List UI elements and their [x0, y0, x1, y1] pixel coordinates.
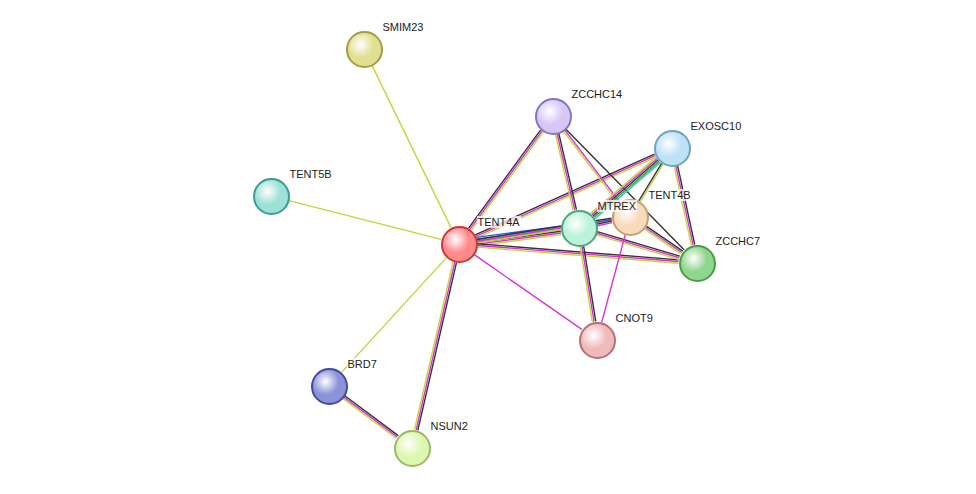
protein-node: CNOT9	[579, 322, 616, 359]
interaction-edge	[644, 226, 682, 254]
evidence-line	[414, 262, 453, 430]
node-circle	[679, 245, 716, 282]
evidence-line	[564, 131, 619, 203]
evidence-line	[341, 258, 446, 373]
interaction-edge	[597, 219, 613, 226]
interaction-edge	[474, 255, 582, 330]
evidence-line	[597, 233, 680, 257]
evidence-line	[372, 66, 451, 228]
evidence-line	[597, 223, 612, 226]
evidence-line	[418, 262, 457, 430]
node-label: TENT4A	[477, 216, 521, 228]
node-circle	[535, 98, 572, 135]
node-label: TENT4B	[648, 189, 692, 201]
evidence-line	[343, 398, 396, 438]
evidence-line	[556, 134, 574, 210]
evidence-line	[602, 235, 625, 322]
evidence-line	[474, 255, 582, 330]
protein-node: TENT5B	[253, 178, 290, 215]
evidence-line	[644, 229, 680, 254]
interaction-edge	[372, 66, 451, 228]
interaction-edge	[596, 232, 679, 260]
node-label: MTREX	[597, 200, 638, 212]
interaction-edge	[564, 130, 620, 203]
node-label: CNOT9	[615, 312, 654, 324]
evidence-line	[477, 247, 678, 263]
node-label: EXOSC10	[690, 120, 743, 132]
node-circle	[654, 130, 691, 167]
node-label: NSUN2	[430, 420, 469, 432]
evidence-line	[646, 226, 682, 251]
evidence-line	[565, 130, 620, 202]
interaction-edge	[343, 396, 398, 439]
evidence-line	[416, 262, 455, 430]
interaction-edge	[289, 201, 441, 240]
evidence-line	[676, 166, 693, 245]
evidence-line	[289, 201, 441, 240]
protein-node: EXOSC10	[654, 130, 691, 167]
evidence-line	[596, 235, 679, 259]
protein-node: ZCCHC7	[679, 245, 716, 282]
evidence-line	[584, 246, 596, 321]
evidence-line	[470, 131, 542, 229]
evidence-line	[345, 396, 398, 436]
protein-node: ZCCHC14	[535, 98, 572, 135]
interaction-edge	[674, 166, 694, 246]
node-label: ZCCHC14	[571, 88, 624, 100]
protein-node: MTREX	[561, 210, 598, 247]
protein-node: SMIM23	[346, 31, 383, 68]
node-circle	[311, 368, 348, 405]
evidence-line	[471, 132, 543, 230]
node-circle	[579, 322, 616, 359]
evidence-line	[591, 157, 656, 213]
interaction-edge	[580, 246, 595, 322]
node-label: BRD7	[347, 358, 378, 370]
evidence-line	[344, 397, 397, 437]
evidence-line	[645, 227, 681, 252]
node-circle	[394, 430, 431, 467]
node-label: TENT5B	[289, 168, 333, 180]
interaction-edge	[341, 258, 446, 373]
protein-node: NSUN2	[394, 430, 431, 467]
node-circle	[253, 178, 290, 215]
node-label: ZCCHC7	[715, 235, 762, 247]
node-circle	[346, 31, 383, 68]
protein-node: TENT4A	[441, 226, 478, 263]
protein-node: BRD7	[311, 368, 348, 405]
evidence-line	[582, 246, 594, 321]
evidence-line	[678, 166, 695, 245]
evidence-line	[580, 247, 592, 322]
evidence-line	[557, 134, 575, 210]
interaction-edge	[469, 130, 544, 230]
evidence-line	[674, 166, 691, 245]
node-circle	[441, 226, 478, 263]
interaction-edge	[602, 235, 625, 322]
node-circle	[561, 210, 598, 247]
interaction-edge	[414, 262, 456, 431]
node-label: SMIM23	[382, 21, 425, 33]
